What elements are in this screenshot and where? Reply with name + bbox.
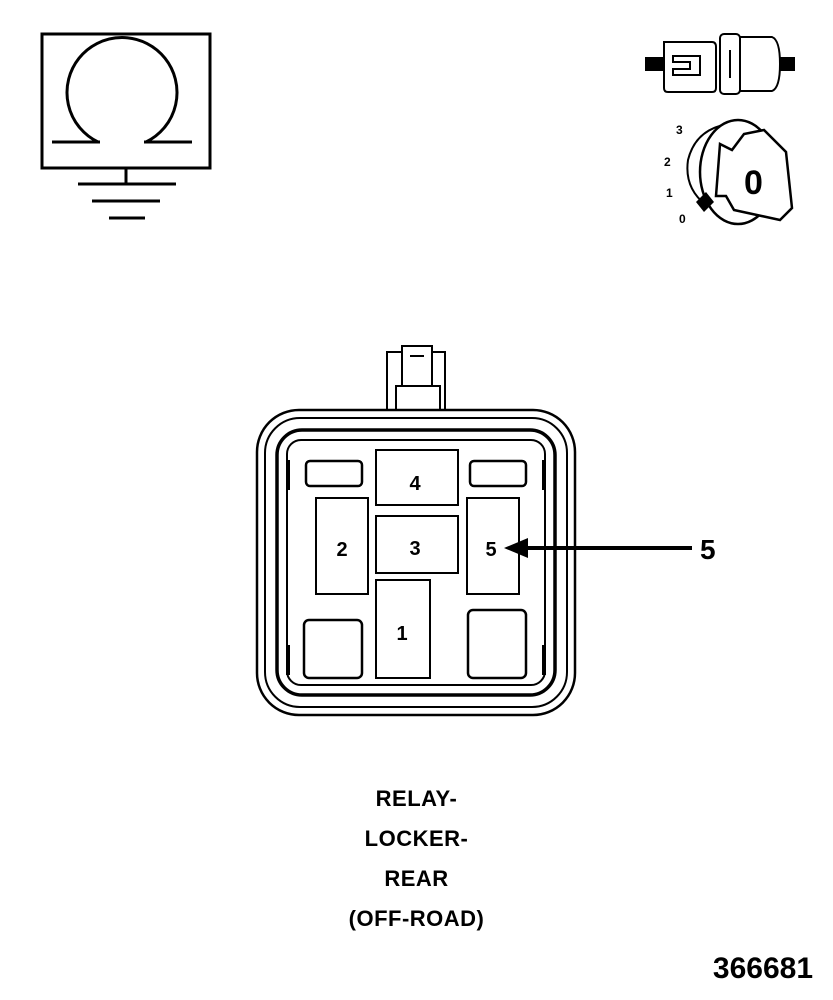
ignition-key-icon: 3 2 1 0 0	[664, 118, 794, 226]
arrowhead-icon	[504, 538, 528, 558]
key-position-label: 0	[744, 164, 763, 202]
figure-number: 366681	[712, 952, 813, 985]
callout-label: 5	[700, 534, 716, 565]
terminal-2-cavity	[315, 497, 369, 595]
blank-cavity-bottom-left	[302, 618, 364, 680]
terminal-3-cavity	[375, 515, 459, 574]
terminal-1-label: 1	[396, 623, 407, 645]
connector-plug-icon	[645, 33, 795, 95]
ignition-position-1: 1	[666, 186, 673, 200]
terminal-4-label: 4	[409, 473, 421, 495]
caption-line-1: RELAY-	[375, 786, 458, 811]
terminal-1-cavity	[375, 579, 431, 679]
ignition-position-0: 0	[679, 212, 686, 226]
relay-connector: 4 3 2 5 1	[255, 345, 577, 717]
ignition-position-3: 3	[676, 123, 683, 137]
terminal-4-cavity	[375, 449, 459, 506]
ignition-position-2: 2	[664, 155, 671, 169]
blank-cavity-bottom-right	[466, 608, 528, 680]
blank-cavity-top-right	[468, 459, 528, 488]
terminal-3-label: 3	[409, 538, 420, 560]
callout-arrow: 5	[504, 534, 716, 565]
caption-line-4: (OFF-ROAD)	[348, 906, 485, 931]
caption-line-3: REAR	[384, 866, 449, 891]
blank-cavity-top-left	[304, 459, 364, 488]
terminal-5-label: 5	[485, 539, 496, 561]
caption-line-2: LOCKER-	[364, 826, 469, 851]
ground-symbol-icon	[40, 32, 212, 220]
terminal-2-label: 2	[336, 539, 347, 561]
